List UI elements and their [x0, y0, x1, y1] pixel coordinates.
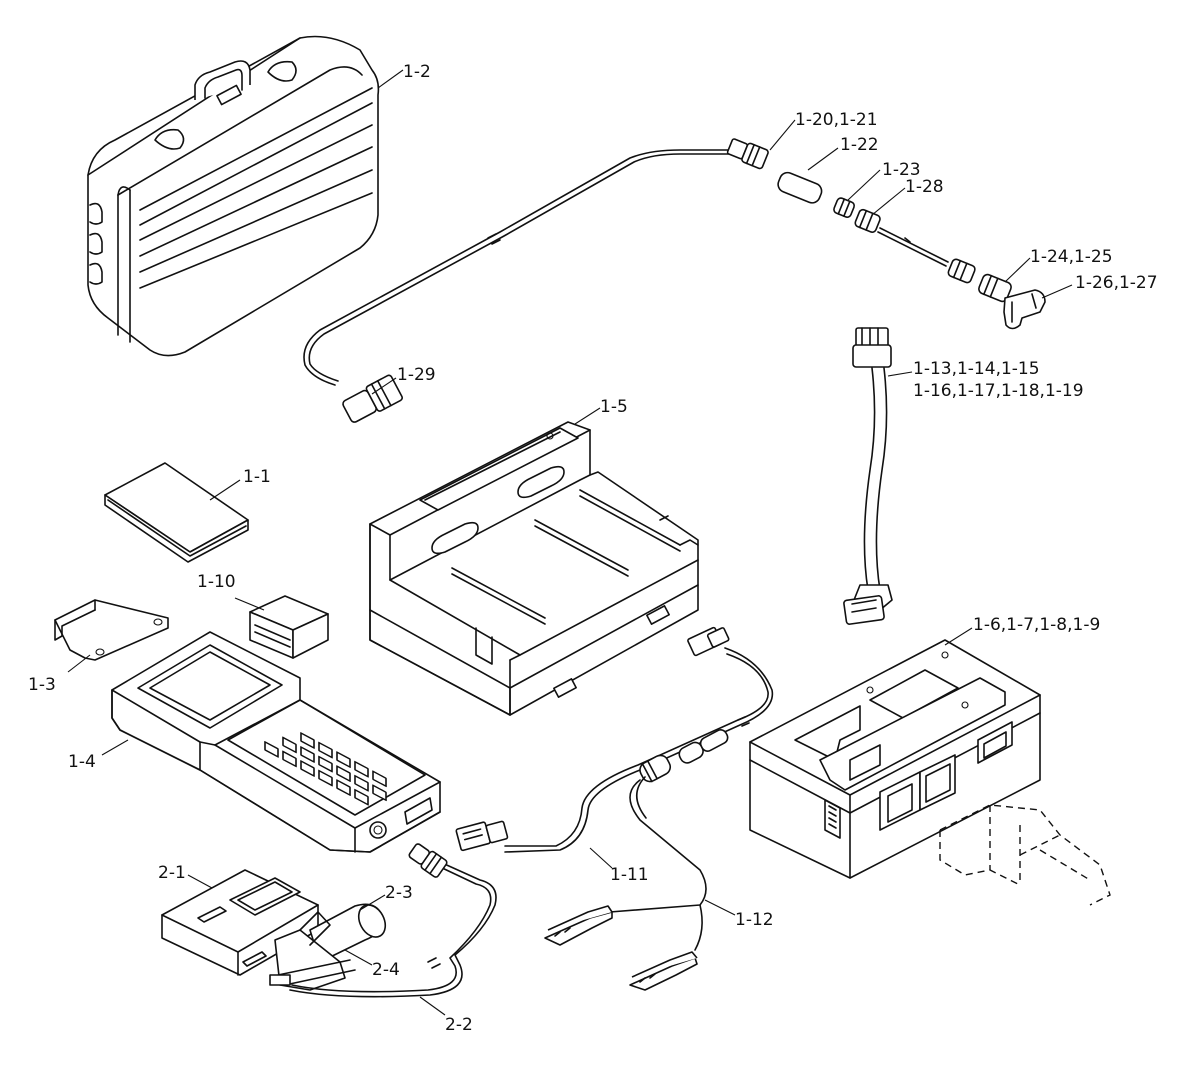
mounting-bracket	[54, 599, 169, 661]
vehicle-connector-outline	[939, 804, 1111, 906]
callout-1-1: 1-1	[243, 467, 271, 487]
callout-1-20-1-21: 1-20,1-21	[795, 110, 878, 130]
callout-1-16-1-19: 1-16,1-17,1-18,1-19	[913, 381, 1084, 401]
callout-1-28: 1-28	[905, 177, 944, 197]
interface-box	[749, 639, 1041, 879]
program-cartridge	[249, 595, 329, 659]
callout-1-3: 1-3	[28, 675, 56, 695]
callout-1-6-1-9: 1-6,1-7,1-8,1-9	[973, 615, 1100, 635]
handheld-tester	[111, 631, 441, 853]
leader-lines	[67, 69, 1073, 1016]
callout-1-29: 1-29	[397, 365, 436, 385]
callout-labels: 1-2 1-20,1-21 1-22 1-23 1-28 1-24,1-25 1…	[28, 62, 1158, 1035]
callout-2-2: 2-2	[445, 1015, 473, 1035]
callout-1-10: 1-10	[197, 572, 236, 592]
battery-clamp-cable	[544, 729, 729, 991]
adapter-harness	[843, 327, 893, 625]
manual-book	[104, 462, 249, 563]
callout-1-4: 1-4	[68, 752, 96, 772]
callout-2-1: 2-1	[158, 863, 186, 883]
keypad-keys	[264, 732, 387, 806]
callout-1-22: 1-22	[840, 135, 879, 155]
callout-1-23: 1-23	[882, 160, 921, 180]
callout-1-24-1-25: 1-24,1-25	[1030, 247, 1113, 267]
callout-1-12: 1-12	[735, 910, 774, 930]
sensor-cable	[303, 138, 1046, 423]
callout-1-13-1-15: 1-13,1-14,1-15	[913, 359, 1040, 379]
callout-1-26-1-27: 1-26,1-27	[1075, 273, 1158, 293]
callout-1-5: 1-5	[600, 397, 628, 417]
carrying-case	[87, 35, 380, 357]
callout-2-4: 2-4	[372, 960, 400, 980]
printer-unit	[161, 843, 497, 998]
callout-2-3: 2-3	[385, 883, 413, 903]
callout-1-11: 1-11	[610, 865, 649, 885]
callout-1-2: 1-2	[403, 62, 431, 82]
interface-dock	[369, 421, 699, 716]
